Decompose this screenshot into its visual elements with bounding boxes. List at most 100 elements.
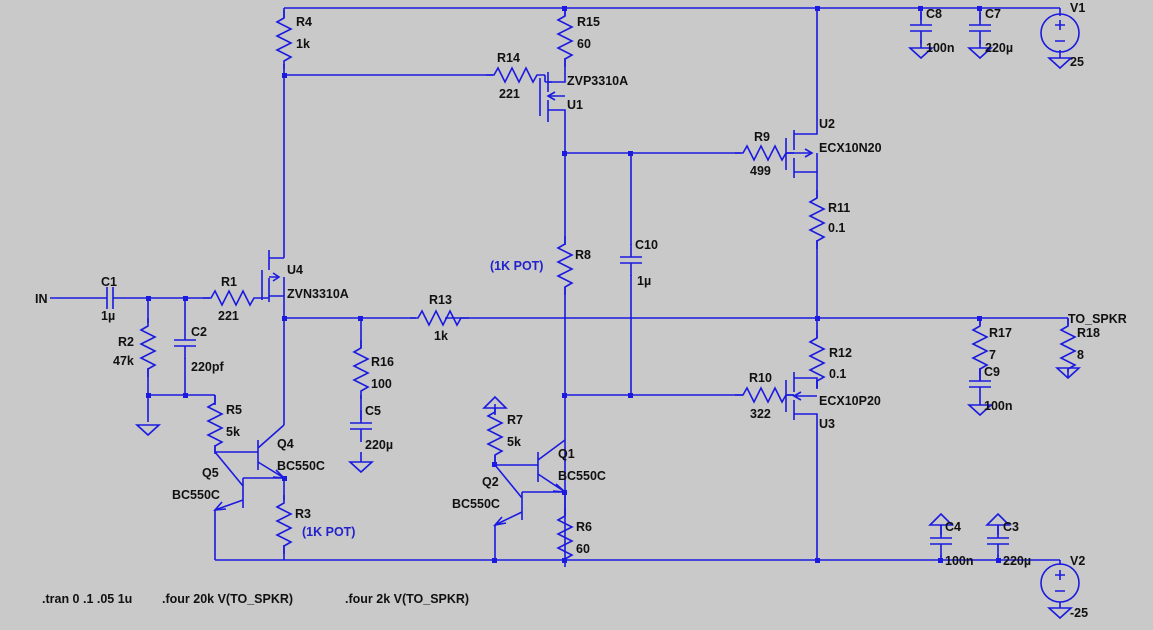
mosfet-u1	[539, 72, 566, 122]
wires	[50, 7, 1069, 608]
mosfet-u2	[785, 110, 818, 190]
voltage-source-v1	[1040, 13, 1080, 53]
r15-value: 60	[577, 37, 591, 51]
net-labels: IN TO_SPKR	[35, 292, 1127, 326]
r5-value: 5k	[226, 425, 240, 439]
r5-ref: R5	[226, 403, 242, 417]
resistor-r6	[557, 507, 573, 568]
u1-ref: U1	[567, 98, 583, 112]
resistor-r10	[734, 387, 795, 403]
c8-ref: C8	[926, 7, 942, 21]
resistor-r13	[409, 310, 470, 326]
c4-ref: C4	[945, 520, 961, 534]
r11-value: 0.1	[828, 221, 845, 235]
r4-ref: R4	[296, 15, 312, 29]
resistor-r3	[276, 494, 292, 555]
c1-ref: C1	[101, 275, 117, 289]
directive-four-2k: .four 2k V(TO_SPKR)	[345, 592, 469, 606]
r8-note: (1K POT)	[490, 259, 543, 273]
q4-ref: Q4	[277, 437, 294, 451]
r6-value: 60	[576, 542, 590, 556]
r1-value: 221	[218, 309, 239, 323]
voltage-source-v2	[1040, 563, 1080, 603]
r3-note: (1K POT)	[302, 525, 355, 539]
resistor-r2	[140, 317, 156, 378]
c2-ref: C2	[191, 325, 207, 339]
capacitor-c1	[98, 287, 122, 309]
v1-value: 25	[1070, 55, 1084, 69]
u3-model: ECX10P20	[819, 394, 881, 408]
bjt-q5	[213, 451, 284, 511]
r4-value: 1k	[296, 37, 310, 51]
u2-model: ECX10N20	[819, 141, 882, 155]
r9-ref: R9	[754, 130, 770, 144]
r1-ref: R1	[221, 275, 237, 289]
r13-ref: R13	[429, 293, 452, 307]
u2-ref: U2	[819, 117, 835, 131]
c7-value: 220µ	[985, 41, 1013, 55]
q5-model: BC550C	[172, 488, 220, 502]
r3-ref: R3	[295, 507, 311, 521]
r6-ref: R6	[576, 520, 592, 534]
r9-value: 499	[750, 164, 771, 178]
c1-value: 1µ	[101, 309, 115, 323]
directive-four-20k: .four 20k V(TO_SPKR)	[162, 592, 293, 606]
c9-ref: C9	[984, 365, 1000, 379]
c10-value: 1µ	[637, 274, 651, 288]
q2-model: BC550C	[452, 497, 500, 511]
mosfet-u3	[785, 372, 818, 440]
c5-ref: C5	[365, 404, 381, 418]
r7-ref: R7	[507, 413, 523, 427]
ground-symbols	[136, 47, 1080, 619]
c10-ref: C10	[635, 238, 658, 252]
q5-ref: Q5	[202, 466, 219, 480]
directive-tran: .tran 0 .1 .05 1u	[42, 592, 132, 606]
r10-ref: R10	[749, 371, 772, 385]
c8-value: 100n	[926, 41, 955, 55]
mosfet-u4	[261, 250, 285, 318]
resistor-r11	[809, 189, 825, 250]
r13-value: 1k	[434, 329, 448, 343]
r14-value: 221	[499, 87, 520, 101]
r11-ref: R11	[828, 201, 850, 215]
r18-ref: R18	[1077, 326, 1100, 340]
u3-ref: U3	[819, 417, 835, 431]
u4-ref: U4	[287, 263, 303, 277]
q1-ref: Q1	[558, 447, 575, 461]
q4-model: BC550C	[277, 459, 325, 473]
r10-value: 322	[750, 407, 771, 421]
resistor-r8	[557, 235, 573, 296]
r12-value: 0.1	[829, 367, 846, 381]
v1-ref: V1	[1070, 1, 1085, 15]
resistor-r1	[202, 290, 263, 306]
c5-value: 220µ	[365, 438, 393, 452]
r2-ref: R2	[118, 335, 134, 349]
r17-value: 7	[989, 348, 996, 362]
u4-model: ZVN3310A	[287, 287, 349, 301]
resistor-r4	[276, 9, 292, 70]
component-labels: R4 1k R15 60 R14 221 ZVP3310A U1 U2 ECX1…	[101, 1, 1100, 620]
r17-ref: R17	[989, 326, 1012, 340]
c7-ref: C7	[985, 7, 1001, 21]
net-label-in: IN	[35, 292, 48, 306]
resistor-r15	[557, 7, 573, 68]
r14-ref: R14	[497, 51, 520, 65]
r2-value: 47k	[113, 354, 134, 368]
c4-value: 100n	[945, 554, 974, 568]
resistor-r9	[734, 145, 795, 161]
bjt-q2	[492, 464, 565, 527]
r12-ref: R12	[829, 346, 852, 360]
q1-model: BC550C	[558, 469, 606, 483]
c3-value: 220µ	[1003, 554, 1031, 568]
r8-ref: R8	[575, 248, 591, 262]
r18-value: 8	[1077, 348, 1084, 362]
resistor-r5	[207, 394, 223, 455]
r16-value: 100	[371, 377, 392, 391]
u1-model: ZVP3310A	[567, 74, 628, 88]
c9-value: 100n	[984, 399, 1013, 413]
net-label-to-spkr: TO_SPKR	[1068, 312, 1127, 326]
resistor-r14	[485, 67, 546, 83]
r16-ref: R16	[371, 355, 394, 369]
c2-value: 220pf	[191, 360, 224, 374]
